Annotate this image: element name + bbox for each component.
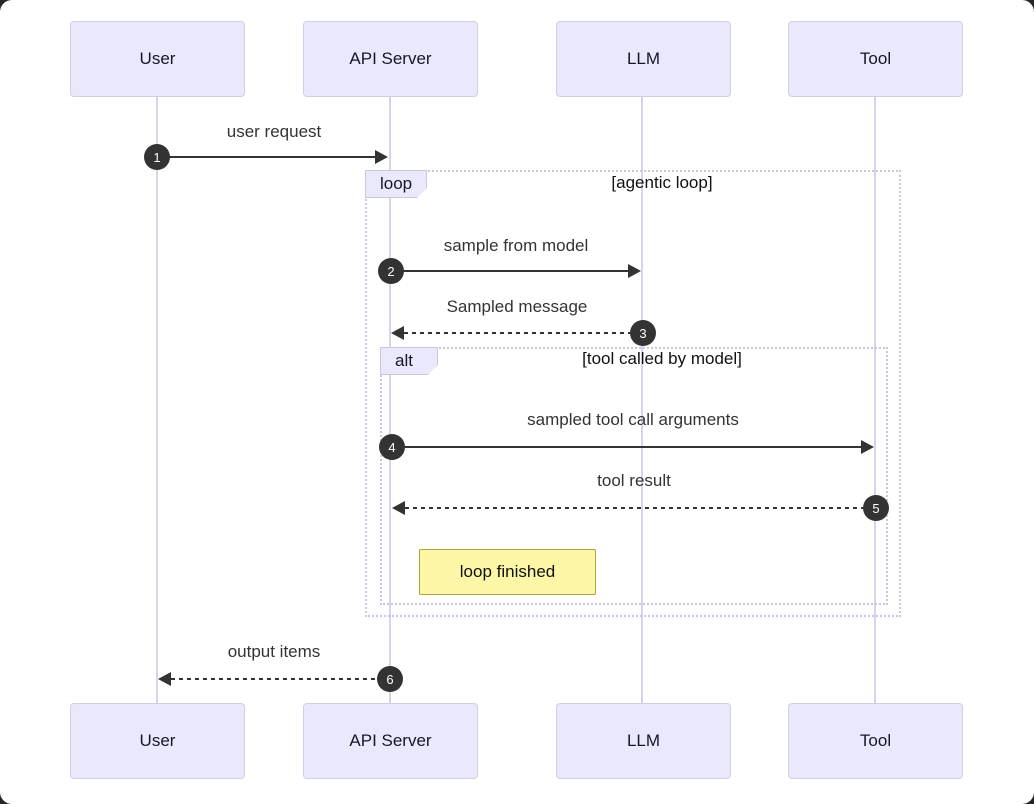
message-line xyxy=(391,270,629,272)
message-label: tool result xyxy=(597,471,671,490)
loop-frame-tab: loop xyxy=(365,170,427,198)
actor-llm-bottom: LLM xyxy=(556,703,731,779)
actor-api-server-top: API Server xyxy=(303,21,478,97)
arrowhead-right-icon xyxy=(861,440,874,454)
alt-frame-condition: [tool called by model] xyxy=(582,349,742,368)
message-label: output items xyxy=(227,642,321,661)
message-line-dashed xyxy=(405,507,865,509)
lifeline-user xyxy=(156,97,158,703)
sequence-number-badge: 3 xyxy=(630,320,656,346)
actor-api-server-bottom: API Server xyxy=(303,703,478,779)
sequence-number-badge: 1 xyxy=(144,144,170,170)
sequence-number-badge: 6 xyxy=(377,666,403,692)
actor-user-top: User xyxy=(70,21,245,97)
loop-frame-label: loop xyxy=(380,174,413,193)
actor-label: Tool xyxy=(859,49,892,68)
message-label: Sampled message xyxy=(446,297,588,316)
message-label: sampled tool call arguments xyxy=(527,410,739,429)
loop-frame-condition: [agentic loop] xyxy=(611,173,713,192)
sequence-number-badge: 2 xyxy=(378,258,404,284)
actor-label: User xyxy=(139,731,176,750)
actor-label: LLM xyxy=(626,49,661,68)
actor-llm-top: LLM xyxy=(556,21,731,97)
actor-tool-top: Tool xyxy=(788,21,963,97)
actor-user-bottom: User xyxy=(70,703,245,779)
alt-frame xyxy=(380,347,888,605)
actor-label: User xyxy=(139,49,176,68)
actor-tool-bottom: Tool xyxy=(788,703,963,779)
alt-frame-label: alt xyxy=(395,351,413,370)
arrowhead-left-icon xyxy=(392,501,405,515)
arrowhead-left-icon xyxy=(158,672,171,686)
actor-label: API Server xyxy=(349,49,432,68)
note-box: loop finished xyxy=(419,549,596,595)
arrowhead-right-icon xyxy=(628,264,641,278)
message-line xyxy=(158,156,378,158)
alt-frame-tab: alt xyxy=(380,347,438,375)
message-label: sample from model xyxy=(443,236,589,255)
message-label: user request xyxy=(226,122,322,141)
sequence-number-badge: 5 xyxy=(863,495,889,521)
message-line xyxy=(392,446,862,448)
loop-frame xyxy=(365,170,901,617)
lifeline-tool xyxy=(874,97,876,703)
actor-label: API Server xyxy=(349,731,432,750)
lifeline-api-server xyxy=(389,97,391,703)
message-line-dashed xyxy=(404,332,632,334)
lifeline-llm xyxy=(641,97,643,703)
arrowhead-left-icon xyxy=(391,326,404,340)
sequence-number-badge: 4 xyxy=(379,434,405,460)
arrowhead-right-icon xyxy=(375,150,388,164)
actor-label: Tool xyxy=(859,731,892,750)
actor-label: LLM xyxy=(626,731,661,750)
message-line-dashed xyxy=(171,678,377,680)
